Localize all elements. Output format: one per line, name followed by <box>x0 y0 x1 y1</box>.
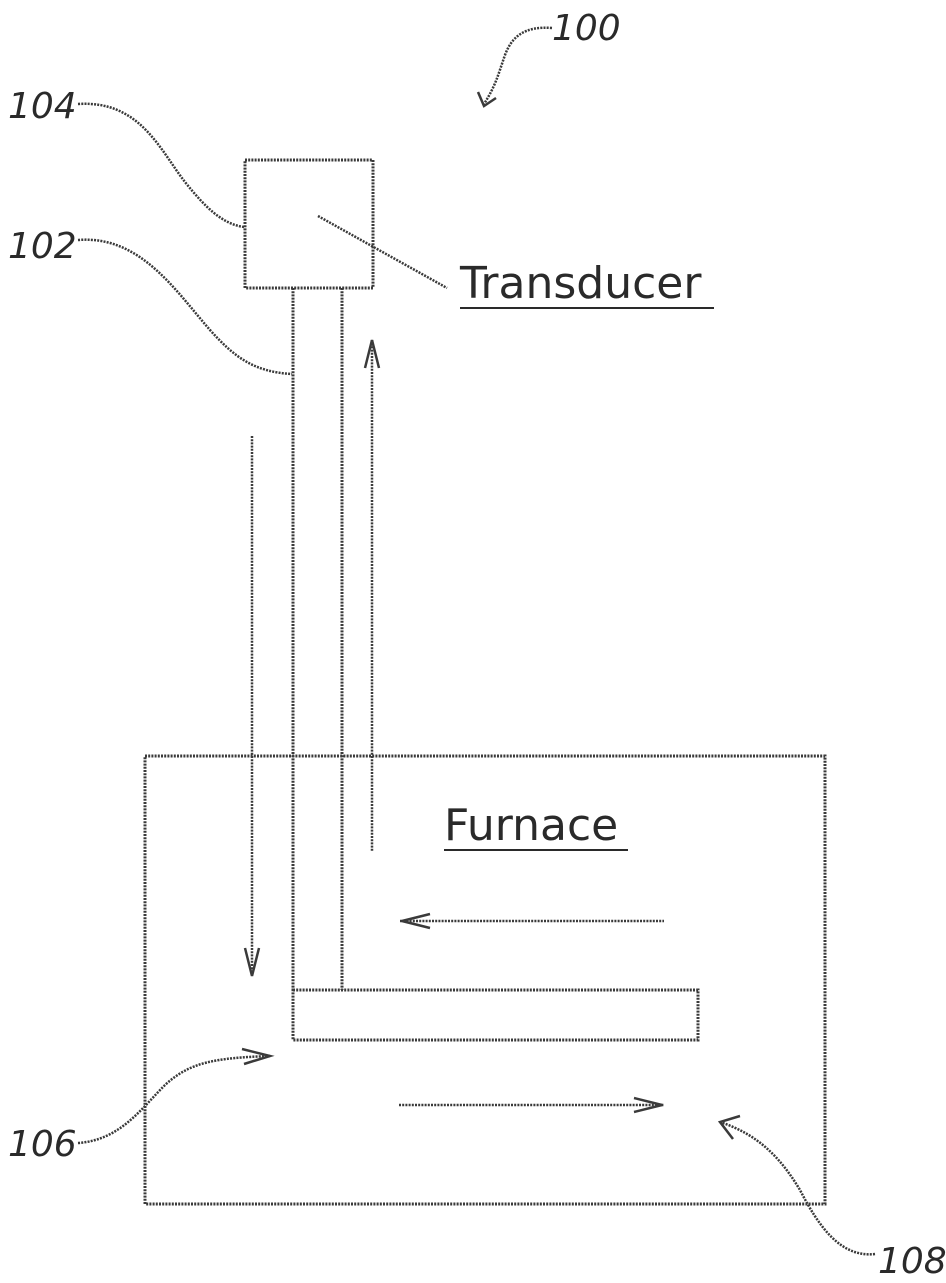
arrowhead-108 <box>720 1116 740 1139</box>
transducer-pointer-line <box>318 216 447 288</box>
ref-label-104: 104 <box>8 86 77 127</box>
ref-label-108: 108 <box>878 1241 946 1282</box>
leader-102 <box>78 240 292 374</box>
leader-100 <box>484 28 552 104</box>
ref-label-102: 102 <box>8 226 77 267</box>
transducer-label: Transducer <box>459 258 702 309</box>
horizontal-probe <box>293 990 698 1040</box>
ref-label-106: 106 <box>8 1124 77 1165</box>
leader-108 <box>720 1122 875 1254</box>
furnace-label: Furnace <box>444 800 618 851</box>
transducer-box <box>245 160 373 288</box>
flow-arrow-right-head <box>634 1098 662 1112</box>
leader-106 <box>78 1056 270 1143</box>
leader-104 <box>78 104 244 227</box>
ref-label-100: 100 <box>552 8 621 49</box>
